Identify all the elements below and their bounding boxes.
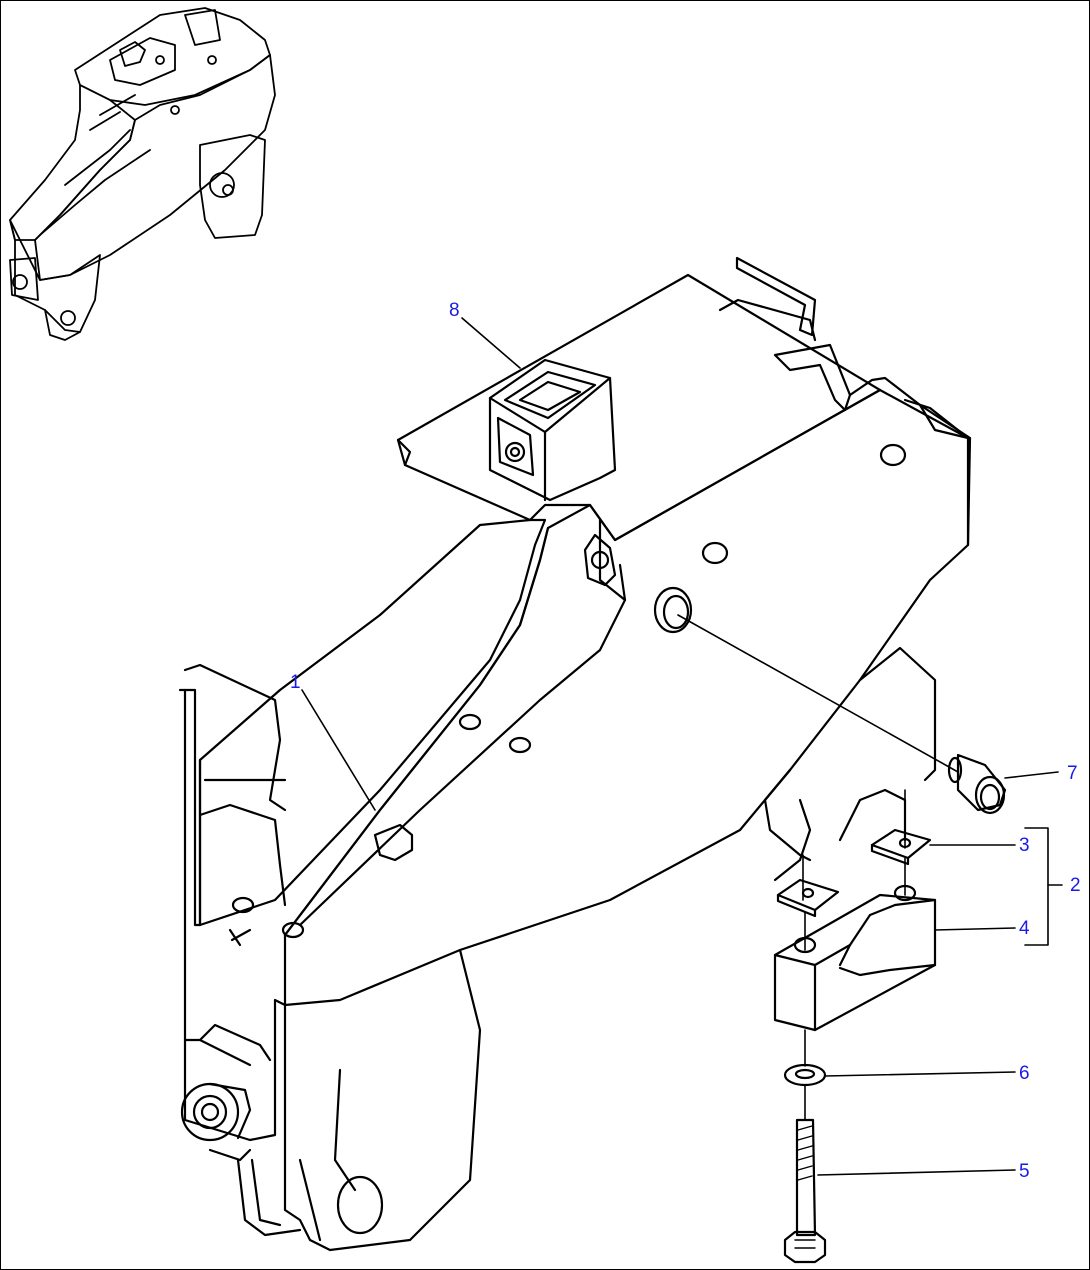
- callout-8: 8: [449, 300, 460, 321]
- callout-6: 6: [1019, 1063, 1030, 1084]
- callout-7: 7: [1067, 763, 1078, 784]
- inset-overview: [9, 7, 276, 341]
- bolt-part-5: [783, 1118, 827, 1264]
- callout-3: 3: [1019, 835, 1030, 856]
- square-socket-part-8: [488, 358, 617, 502]
- leader-lines: [301, 317, 1063, 1176]
- shims-part-3: [776, 828, 932, 918]
- callout-numbers: 8 1 7 3 2 4 6 5: [290, 300, 1081, 1182]
- bushing-part-7: [947, 753, 1007, 815]
- cap-block-part-4: [773, 884, 937, 1032]
- washer-part-6: [783, 1063, 827, 1087]
- main-frame-part-1: [178, 256, 972, 1252]
- callout-1: 1: [290, 672, 301, 693]
- callout-5: 5: [1019, 1161, 1030, 1182]
- callout-4: 4: [1019, 918, 1030, 939]
- callout-2: 2: [1070, 875, 1081, 896]
